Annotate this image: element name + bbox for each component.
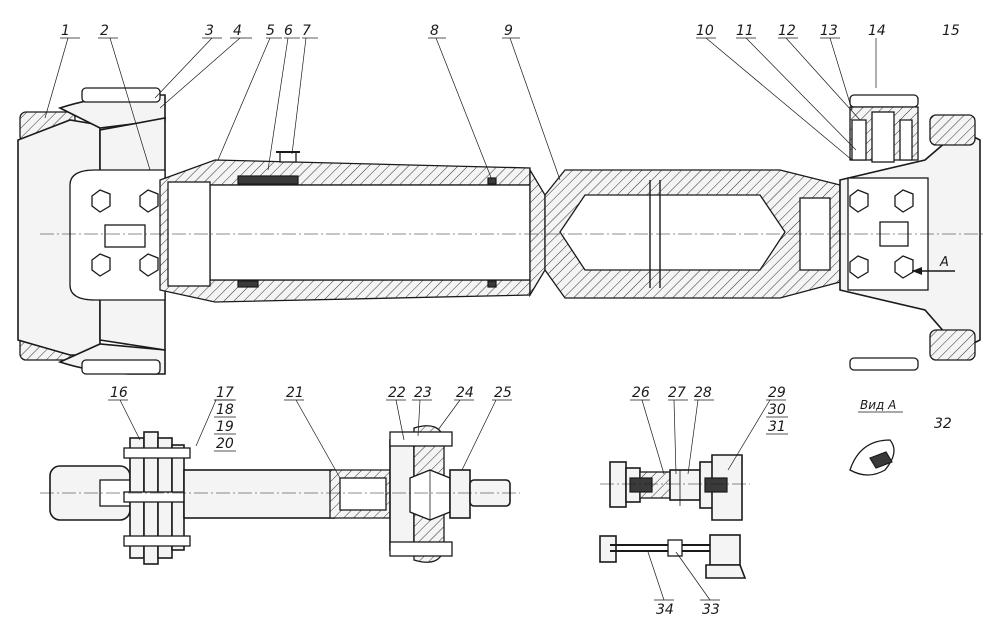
callout-12: 12 — [778, 23, 796, 39]
callout-numbers: 1 2 3 4 5 6 7 8 9 10 11 12 13 14 15 16 1… — [61, 23, 960, 618]
view-a-label: Вид А — [860, 398, 896, 412]
callout-32: 32 — [934, 416, 952, 432]
callout-8: 8 — [430, 23, 439, 39]
callout-31: 31 — [768, 419, 786, 435]
section-marker-label: A — [939, 255, 949, 270]
callout-28: 28 — [694, 385, 712, 401]
callout-34: 34 — [656, 602, 674, 618]
main-section-view: A — [17, 87, 985, 375]
intermediate-support-view — [599, 454, 750, 579]
callout-29: 29 — [768, 385, 786, 401]
callout-16: 16 — [110, 385, 128, 401]
leader-lines — [44, 37, 877, 601]
callout-26: 26 — [632, 385, 650, 401]
callout-27: 27 — [668, 385, 686, 401]
callout-25: 25 — [494, 385, 512, 401]
callout-1: 1 — [61, 23, 70, 39]
callout-17: 17 — [216, 385, 234, 401]
callout-18: 18 — [216, 402, 234, 418]
callout-7: 7 — [302, 23, 311, 39]
left-yoke — [17, 87, 166, 375]
callout-13: 13 — [820, 23, 838, 39]
callout-23: 23 — [414, 385, 432, 401]
callout-22: 22 — [388, 385, 406, 401]
callout-24: 24 — [456, 385, 474, 401]
splined-sleeve — [159, 151, 531, 303]
lower-shaft-view — [40, 425, 520, 565]
callout-19: 19 — [216, 419, 234, 435]
view-a-detail: Вид А — [849, 398, 903, 476]
callout-20: 20 — [216, 436, 234, 452]
right-yoke — [839, 94, 981, 371]
callout-33: 33 — [702, 602, 720, 618]
callout-3: 3 — [205, 23, 214, 39]
callout-14: 14 — [868, 23, 886, 39]
callout-15: 15 — [942, 23, 960, 39]
central-tube — [544, 169, 841, 299]
callout-6: 6 — [284, 23, 293, 39]
callout-4: 4 — [233, 23, 242, 39]
callout-21: 21 — [286, 385, 304, 401]
callout-30: 30 — [768, 402, 786, 418]
callout-11: 11 — [736, 23, 754, 39]
callout-5: 5 — [266, 23, 275, 39]
callout-9: 9 — [504, 23, 513, 39]
shaft-neck — [529, 167, 546, 298]
section-arrow: A — [912, 255, 955, 275]
callout-10: 10 — [696, 23, 714, 39]
left-flange-bolts — [91, 189, 159, 277]
callout-2: 2 — [100, 23, 109, 39]
